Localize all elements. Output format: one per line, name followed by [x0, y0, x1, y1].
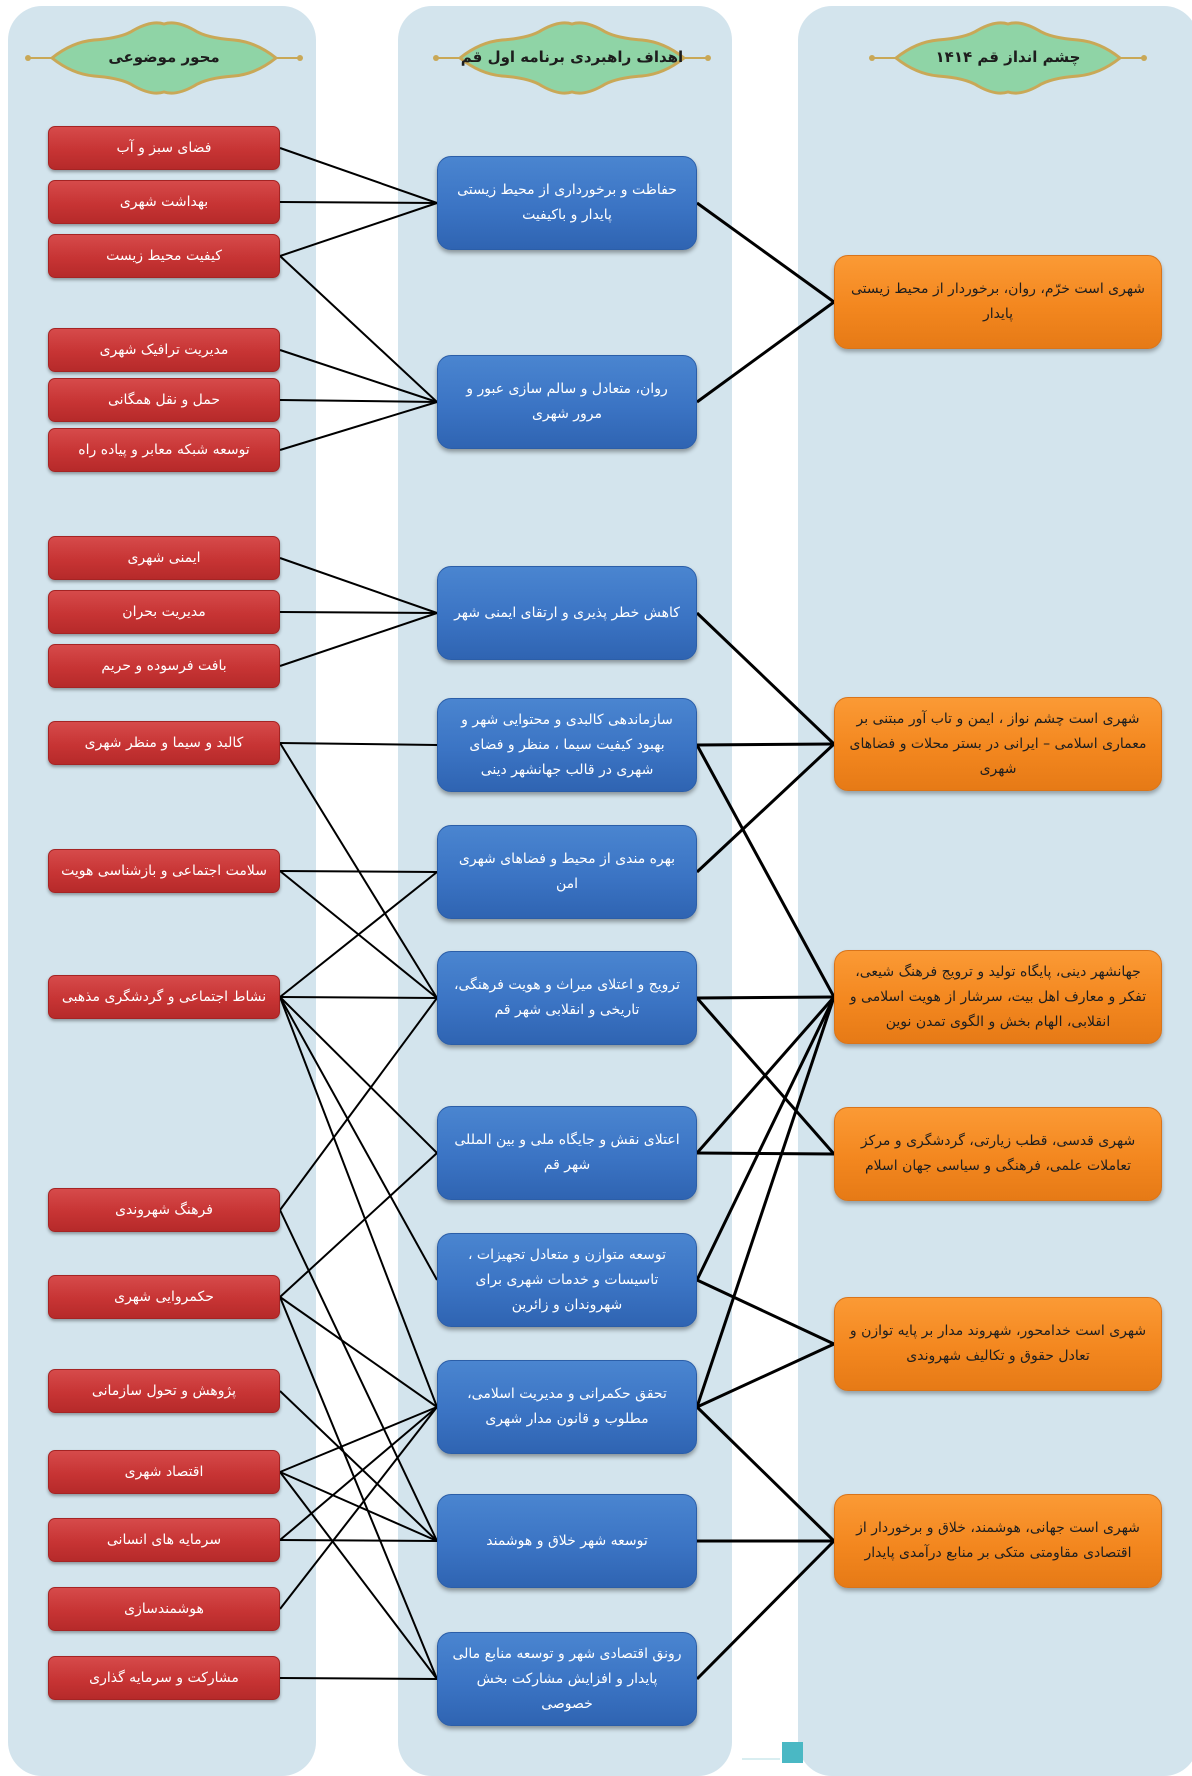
theme-box: حمل و نقل همگانی: [48, 378, 280, 422]
theme-box: توسعه شبکه معابر و پیاده راه: [48, 428, 280, 472]
theme-goal-link: [279, 1406, 438, 1541]
goal-vision-link: [696, 300, 835, 404]
theme-goal-link: [279, 1296, 438, 1680]
theme-goal-link: [279, 1677, 438, 1680]
theme-box: سلامت اجتماعی و بازشناسی هویت: [48, 849, 280, 893]
theme-goal-link: [279, 255, 438, 403]
theme-goal-link: [279, 996, 438, 1408]
goal-vision-link: [695, 996, 836, 1154]
theme-box: پژوهش و تحول سازمانی: [48, 1369, 280, 1413]
theme-goal-link: [279, 996, 438, 1281]
goal-vision-link: [695, 996, 836, 1281]
goal-box: توسعه شهر خلاق و هوشمند: [437, 1494, 697, 1588]
themes-header-banner: محور موضوعی: [22, 12, 306, 96]
goal-box: کاهش خطر پذیری و ارتقای ایمنی شهر: [437, 566, 697, 660]
vision-box: شهری قدسی، قطب زیارتی، گردشگری و مرکز تع…: [834, 1107, 1162, 1201]
goal-vision-link: [696, 1278, 835, 1346]
goal-vision-link: [696, 1151, 835, 1156]
goal-vision-link: [695, 996, 836, 1408]
vision-box: شهری است خدامحور، شهروند مدار بر پایه تو…: [834, 1297, 1162, 1391]
theme-goal-link: [279, 997, 438, 1211]
theme-goal-link: [279, 202, 438, 257]
theme-box: کیفیت محیط زیست: [48, 234, 280, 278]
vision-box: جهانشهر دینی، پایگاه تولید و ترویج فرهنگ…: [834, 950, 1162, 1044]
goal-vision-link: [696, 995, 835, 1000]
goals-header-title: اهداف راهبردی برنامه اول قم: [460, 48, 684, 66]
theme-box: مدیریت ترافیک شهری: [48, 328, 280, 372]
theme-goal-link: [279, 996, 438, 999]
vision-header-title: چشم انداز قم ۱۴۱۴: [935, 48, 1081, 66]
ornament-banner-icon: [25, 21, 303, 95]
theme-box: مشارکت و سرمایه گذاری: [48, 1656, 280, 1700]
theme-goal-link: [279, 147, 438, 204]
theme-box: مدیریت بحران: [48, 590, 280, 634]
goal-box: رونق اقتصادی شهر و توسعه منابع مالی پاید…: [437, 1632, 697, 1726]
goal-box: تحقق حکمرانی و مدیریت اسلامی، مطلوب و قا…: [437, 1360, 697, 1454]
theme-box: هوشمندسازی: [48, 1587, 280, 1631]
goal-vision-link: [695, 611, 836, 746]
theme-goal-link: [279, 349, 438, 403]
decorative-line: [742, 1758, 780, 1760]
theme-goal-link: [279, 742, 438, 746]
ornament-banner-icon: [433, 21, 711, 95]
ornament-banner-icon: [869, 21, 1147, 95]
theme-goal-link: [279, 1152, 438, 1298]
theme-goal-link: [279, 1390, 438, 1542]
goal-vision-link: [695, 742, 836, 874]
theme-goal-link: [279, 871, 438, 998]
goal-box: اعتلای نقش و جایگاه ملی و بین المللی شهر…: [437, 1106, 697, 1200]
vision-box: شهری است چشم نواز ، ایمن و تاب آور مبتنی…: [834, 697, 1162, 791]
theme-goal-link: [279, 1209, 438, 1542]
goals-header-banner: اهداف راهبردی برنامه اول قم: [430, 12, 714, 96]
theme-box: ایمنی شهری: [48, 536, 280, 580]
theme-box: بافت فرسوده و حریم: [48, 644, 280, 688]
goal-box: توسعه متوازن و متعادل تجهیزات ، تاسیسات …: [437, 1233, 697, 1327]
goal-box: ترویج و اعتلای میراث و هویت فرهنگی، تاری…: [437, 951, 697, 1045]
theme-goal-link: [279, 201, 438, 204]
theme-goal-link: [279, 1471, 438, 1680]
theme-box: فرهنگ شهروندی: [48, 1188, 280, 1232]
theme-box: بهداشت شهری: [48, 180, 280, 224]
theme-goal-link: [279, 1296, 438, 1408]
goal-vision-link: [695, 1539, 836, 1681]
goal-box: حفاظت و برخورداری از محیط زیستی پایدار و…: [437, 156, 697, 250]
theme-goal-link: [279, 1539, 438, 1542]
themes-header-title: محور موضوعی: [108, 48, 220, 66]
theme-box: نشاط اجتماعی و گردشگری مذهبی: [48, 975, 280, 1019]
theme-goal-link: [279, 870, 438, 873]
goal-vision-link: [695, 1405, 836, 1543]
theme-goal-link: [279, 1406, 438, 1473]
vision-box: شهری است خرّم، روان، برخوردار از محیط زی…: [834, 255, 1162, 349]
theme-box: اقتصاد شهری: [48, 1450, 280, 1494]
theme-box: سرمایه های انسانی: [48, 1518, 280, 1562]
vision-header-banner: چشم انداز قم ۱۴۱۴: [866, 12, 1150, 96]
theme-box: حکمروایی شهری: [48, 1275, 280, 1319]
theme-box: فضای سبز و آب: [48, 126, 280, 170]
goal-vision-link: [696, 742, 835, 747]
goal-box: سازماندهی کالبدی و محتوایی شهر و بهبود ک…: [437, 698, 697, 792]
goal-vision-link: [696, 1342, 835, 1409]
vision-box: شهری است جهانی، هوشمند، خلاق و برخوردار …: [834, 1494, 1162, 1588]
decorative-square: [782, 1742, 803, 1763]
goal-vision-link: [696, 201, 835, 304]
goal-box: روان، متعادل و سالم سازی عبور و مرور شهر…: [437, 355, 697, 449]
theme-goal-link: [279, 1406, 438, 1610]
goal-box: بهره مندی از محیط و فضاهای شهری امن: [437, 825, 697, 919]
goal-vision-link: [695, 744, 836, 998]
theme-goal-link: [279, 557, 438, 614]
theme-goal-link: [279, 399, 438, 403]
theme-goal-link: [279, 612, 438, 667]
theme-goal-link: [279, 401, 438, 451]
theme-box: کالبد و سیما و منظر شهری: [48, 721, 280, 765]
theme-goal-link: [279, 611, 438, 614]
theme-goal-link: [279, 996, 438, 1154]
